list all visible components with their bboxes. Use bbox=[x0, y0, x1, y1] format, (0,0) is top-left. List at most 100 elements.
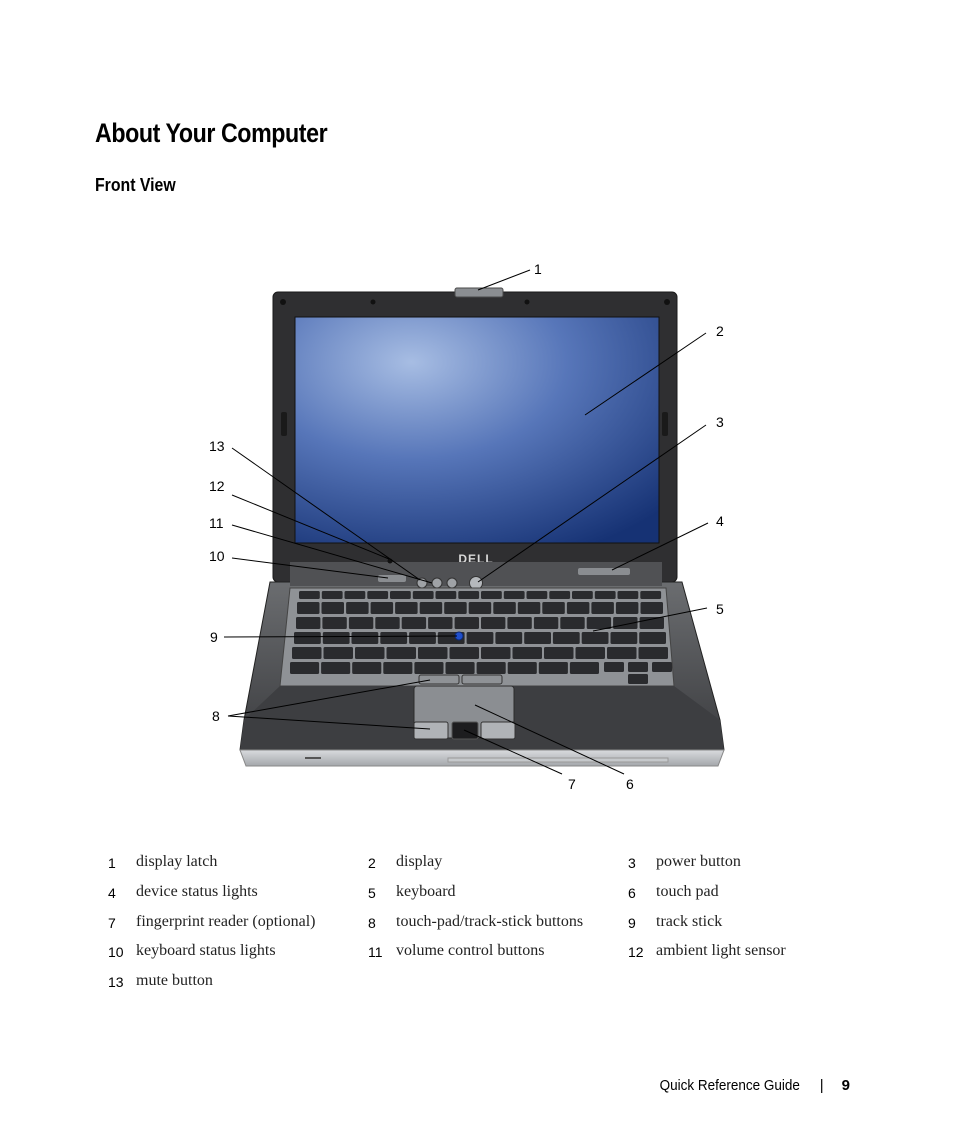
display-latch[interactable] bbox=[454, 287, 504, 298]
keyboard-key[interactable] bbox=[355, 647, 385, 659]
keyboard-key[interactable] bbox=[507, 662, 537, 674]
keyboard-key[interactable] bbox=[549, 591, 571, 599]
keyboard-key[interactable] bbox=[615, 602, 639, 614]
keyboard-key[interactable] bbox=[638, 647, 669, 659]
keyboard-key[interactable] bbox=[575, 647, 606, 659]
leader-11 bbox=[231, 524, 433, 584]
keyboard-key[interactable] bbox=[607, 647, 637, 659]
keyboard-key[interactable] bbox=[321, 591, 343, 599]
keyboard-key[interactable] bbox=[591, 602, 614, 614]
keyboard-key[interactable] bbox=[503, 591, 525, 599]
keyboard-key[interactable] bbox=[351, 632, 379, 644]
keyboard-key[interactable] bbox=[401, 617, 427, 629]
leader-8a bbox=[227, 679, 431, 717]
legend-number: 12 bbox=[628, 944, 644, 961]
keyboard-key[interactable] bbox=[610, 632, 638, 644]
keyboard-key[interactable] bbox=[586, 617, 612, 629]
keyboard-key[interactable] bbox=[481, 591, 502, 599]
keyboard-key[interactable] bbox=[380, 632, 408, 644]
keyboard-key[interactable] bbox=[581, 632, 609, 644]
keyboard-key[interactable] bbox=[418, 647, 448, 659]
keyboard-key[interactable] bbox=[383, 662, 413, 674]
keyboard-key[interactable] bbox=[352, 662, 382, 674]
keyboard-key[interactable] bbox=[412, 591, 434, 599]
keyboard-key[interactable] bbox=[594, 591, 616, 599]
keyboard[interactable] bbox=[290, 591, 672, 684]
track-stick-right-button[interactable] bbox=[461, 674, 503, 685]
track-stick-left-button[interactable] bbox=[418, 674, 460, 685]
keyboard-key[interactable] bbox=[481, 617, 506, 629]
keyboard-key[interactable] bbox=[526, 591, 548, 599]
leader-4 bbox=[611, 522, 709, 571]
keyboard-key[interactable] bbox=[297, 602, 320, 614]
leader-10 bbox=[231, 557, 389, 579]
keyboard-key[interactable] bbox=[294, 632, 321, 644]
keyboard-key[interactable] bbox=[346, 602, 369, 614]
volume-down-button[interactable] bbox=[431, 577, 443, 589]
keyboard-key[interactable] bbox=[299, 591, 320, 599]
keyboard-key[interactable] bbox=[414, 662, 444, 674]
keyboard-key[interactable] bbox=[449, 647, 480, 659]
keyboard-key[interactable] bbox=[524, 632, 551, 644]
keyboard-key[interactable] bbox=[640, 602, 664, 614]
legend-label: keyboard status lights bbox=[136, 942, 276, 960]
keyboard-key[interactable] bbox=[533, 617, 559, 629]
keyboard-key[interactable] bbox=[495, 632, 523, 644]
keyboard-key[interactable] bbox=[560, 617, 585, 629]
keyboard-key[interactable] bbox=[409, 632, 436, 644]
keyboard-key[interactable] bbox=[493, 602, 516, 614]
keyboard-key[interactable] bbox=[322, 632, 350, 644]
keyboard-key[interactable] bbox=[468, 602, 492, 614]
keyboard-key[interactable] bbox=[322, 617, 347, 629]
keyboard-key[interactable] bbox=[454, 617, 479, 629]
keyboard-key[interactable] bbox=[428, 617, 453, 629]
keyboard-key[interactable] bbox=[476, 662, 506, 674]
keyboard-key[interactable] bbox=[375, 617, 400, 629]
keyboard-key[interactable] bbox=[566, 602, 590, 614]
keyboard-key[interactable] bbox=[390, 591, 411, 599]
keyboard-key[interactable] bbox=[458, 591, 480, 599]
legend-label: fingerprint reader (optional) bbox=[136, 912, 316, 930]
keyboard-key[interactable] bbox=[321, 662, 351, 674]
keyboard-key[interactable] bbox=[290, 662, 320, 674]
keyboard-key[interactable] bbox=[419, 602, 443, 614]
keyboard-key[interactable] bbox=[321, 602, 345, 614]
keyboard-key[interactable] bbox=[348, 617, 374, 629]
legend-label: mute button bbox=[136, 972, 213, 990]
keyboard-key[interactable] bbox=[544, 647, 574, 659]
keyboard-key[interactable] bbox=[370, 602, 394, 614]
keyboard-key[interactable] bbox=[517, 602, 541, 614]
keyboard-key[interactable] bbox=[639, 632, 666, 644]
keyboard-key[interactable] bbox=[569, 662, 599, 674]
keyboard-key[interactable] bbox=[617, 591, 639, 599]
keyboard-key[interactable] bbox=[512, 647, 543, 659]
volume-up-button[interactable] bbox=[446, 577, 458, 589]
keyboard-key[interactable] bbox=[538, 662, 568, 674]
arrow-key[interactable] bbox=[628, 662, 648, 672]
arrow-key[interactable] bbox=[604, 662, 624, 672]
keyboard-key[interactable] bbox=[323, 647, 354, 659]
keyboard-key[interactable] bbox=[572, 591, 593, 599]
keyboard-key[interactable] bbox=[466, 632, 494, 644]
footer-guide-title: Quick Reference Guide bbox=[659, 1077, 800, 1094]
keyboard-key[interactable] bbox=[367, 591, 389, 599]
keyboard-key[interactable] bbox=[481, 647, 511, 659]
arrow-key[interactable] bbox=[652, 662, 672, 672]
keyboard-key[interactable] bbox=[395, 602, 418, 614]
keyboard-key[interactable] bbox=[344, 591, 366, 599]
keyboard-key[interactable] bbox=[292, 647, 322, 659]
keyboard-key[interactable] bbox=[435, 591, 457, 599]
keyboard-key[interactable] bbox=[640, 591, 662, 599]
callout-9: 9 bbox=[210, 629, 218, 645]
callout-4: 4 bbox=[716, 513, 724, 529]
keyboard-key[interactable] bbox=[445, 662, 475, 674]
keyboard-key[interactable] bbox=[386, 647, 417, 659]
keyboard-key[interactable] bbox=[552, 632, 580, 644]
arrow-key[interactable] bbox=[628, 674, 648, 684]
touch-pad-left-button[interactable] bbox=[413, 721, 449, 740]
keyboard-key[interactable] bbox=[444, 602, 467, 614]
keyboard-key[interactable] bbox=[296, 617, 321, 629]
keyboard-key[interactable] bbox=[507, 617, 532, 629]
touch-pad-right-button[interactable] bbox=[480, 721, 516, 740]
keyboard-key[interactable] bbox=[542, 602, 565, 614]
